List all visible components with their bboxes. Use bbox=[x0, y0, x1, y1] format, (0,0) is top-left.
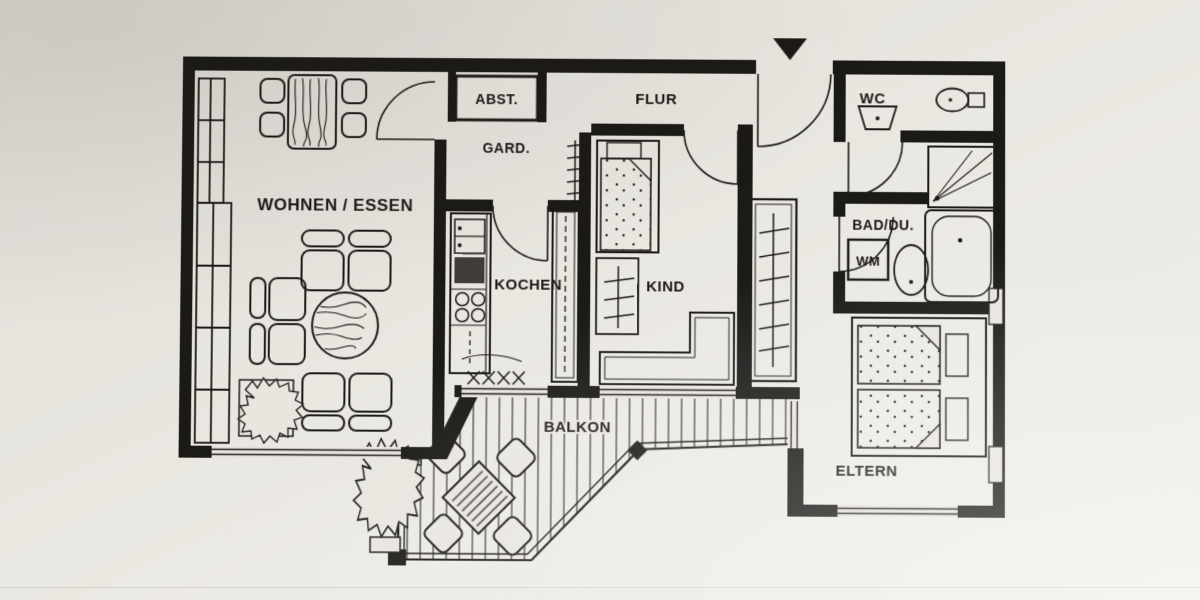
wall bbox=[900, 130, 1006, 143]
wall bbox=[833, 74, 846, 143]
pillow bbox=[944, 333, 969, 377]
mattress bbox=[856, 324, 941, 385]
window-box-x-marks bbox=[466, 370, 525, 385]
chair bbox=[342, 79, 366, 103]
wall-jamb bbox=[989, 447, 1003, 483]
stove-burner bbox=[470, 308, 486, 323]
bathtub bbox=[925, 210, 998, 302]
blanket-fold bbox=[916, 424, 940, 448]
entrance-arrow-icon bbox=[773, 38, 808, 61]
balcony-chair bbox=[422, 512, 465, 555]
wall bbox=[591, 123, 685, 137]
wc-sink bbox=[859, 106, 897, 129]
wall-unit bbox=[193, 77, 233, 444]
label-bath: BAD/DU. bbox=[852, 217, 914, 233]
coat-rack-icon bbox=[567, 140, 585, 206]
appliance bbox=[454, 257, 486, 284]
balcony: BALKON bbox=[352, 396, 788, 568]
wall bbox=[537, 72, 547, 123]
blanket-fold bbox=[914, 325, 941, 352]
chair bbox=[342, 113, 366, 137]
kitchen-window bbox=[461, 384, 548, 398]
label-wc: WC bbox=[860, 90, 886, 107]
label-living: WOHNEN / ESSEN bbox=[257, 195, 413, 215]
wall bbox=[178, 56, 196, 457]
stove-burner bbox=[455, 292, 470, 307]
mattress bbox=[858, 390, 940, 449]
child-shelf bbox=[595, 257, 640, 336]
label-hall: FLUR bbox=[635, 91, 677, 108]
kitchen-door bbox=[492, 205, 550, 262]
parents-side-window bbox=[789, 401, 800, 448]
paper-edge bbox=[0, 587, 1200, 588]
chair bbox=[260, 78, 287, 105]
living-door bbox=[377, 82, 435, 140]
wall bbox=[736, 124, 753, 399]
parents-room: ELTERN bbox=[836, 317, 986, 480]
label-kitchen: KOCHEN bbox=[494, 276, 562, 293]
mattress bbox=[600, 158, 650, 250]
pillow bbox=[607, 143, 641, 159]
storage-room: ABST. bbox=[456, 76, 538, 120]
balcony-chair bbox=[491, 515, 534, 558]
dining-table-group bbox=[259, 75, 366, 149]
label-storage: ABST. bbox=[475, 91, 518, 107]
wc-room: WC bbox=[859, 88, 985, 130]
wall bbox=[833, 301, 1006, 315]
wood-grain bbox=[292, 78, 327, 147]
kitchen: KOCHEN bbox=[448, 207, 581, 385]
label-washing-machine: WM bbox=[856, 254, 880, 269]
stove-burner bbox=[471, 292, 486, 307]
label-parents: ELTERN bbox=[836, 463, 898, 480]
parents-bed-1 bbox=[856, 324, 969, 385]
wall bbox=[787, 448, 804, 517]
wall bbox=[446, 199, 494, 212]
washing-machine: WM bbox=[848, 240, 888, 280]
child-room: KIND bbox=[595, 140, 736, 386]
child-desk bbox=[598, 311, 736, 386]
label-child: KIND bbox=[646, 278, 685, 295]
stove-burner bbox=[454, 308, 470, 323]
shower bbox=[928, 146, 998, 207]
child-window bbox=[599, 385, 736, 399]
sofa-group bbox=[248, 229, 393, 432]
living-window bbox=[211, 445, 401, 459]
child-bed bbox=[596, 140, 659, 252]
wc-door bbox=[848, 142, 902, 196]
living-plant bbox=[237, 377, 305, 444]
living-room: WOHNEN / ESSEN bbox=[193, 74, 413, 444]
sketch-line bbox=[461, 354, 522, 362]
windows bbox=[211, 287, 1005, 518]
bath-room: WM BAD/DU. bbox=[848, 146, 998, 302]
wall bbox=[833, 203, 846, 217]
toilet bbox=[936, 88, 984, 111]
wall bbox=[432, 139, 447, 448]
corridor-wardrobe bbox=[750, 199, 797, 381]
wood-grain bbox=[313, 301, 367, 350]
pillow bbox=[946, 398, 968, 440]
entrance-door bbox=[758, 74, 831, 147]
wall bbox=[447, 72, 457, 122]
child-door bbox=[684, 130, 738, 184]
label-wardrobe: GARD. bbox=[483, 140, 531, 156]
kitchen-counter bbox=[448, 212, 493, 375]
inner-walls bbox=[432, 72, 1006, 448]
parents-window bbox=[837, 504, 957, 518]
balcony-floor-hatching bbox=[398, 396, 788, 562]
wall bbox=[832, 60, 1006, 76]
kitchen-tall-cabinet bbox=[550, 207, 581, 383]
chair bbox=[259, 111, 286, 138]
wall bbox=[577, 132, 592, 398]
wall bbox=[182, 56, 757, 74]
railing-post bbox=[387, 549, 407, 566]
parents-bed-2 bbox=[858, 390, 968, 449]
wall-jamb bbox=[988, 287, 1005, 326]
round-table bbox=[311, 291, 380, 360]
label-balcony: BALKON bbox=[544, 419, 611, 436]
blanket-fold bbox=[629, 159, 651, 181]
bath-sink bbox=[894, 245, 928, 295]
